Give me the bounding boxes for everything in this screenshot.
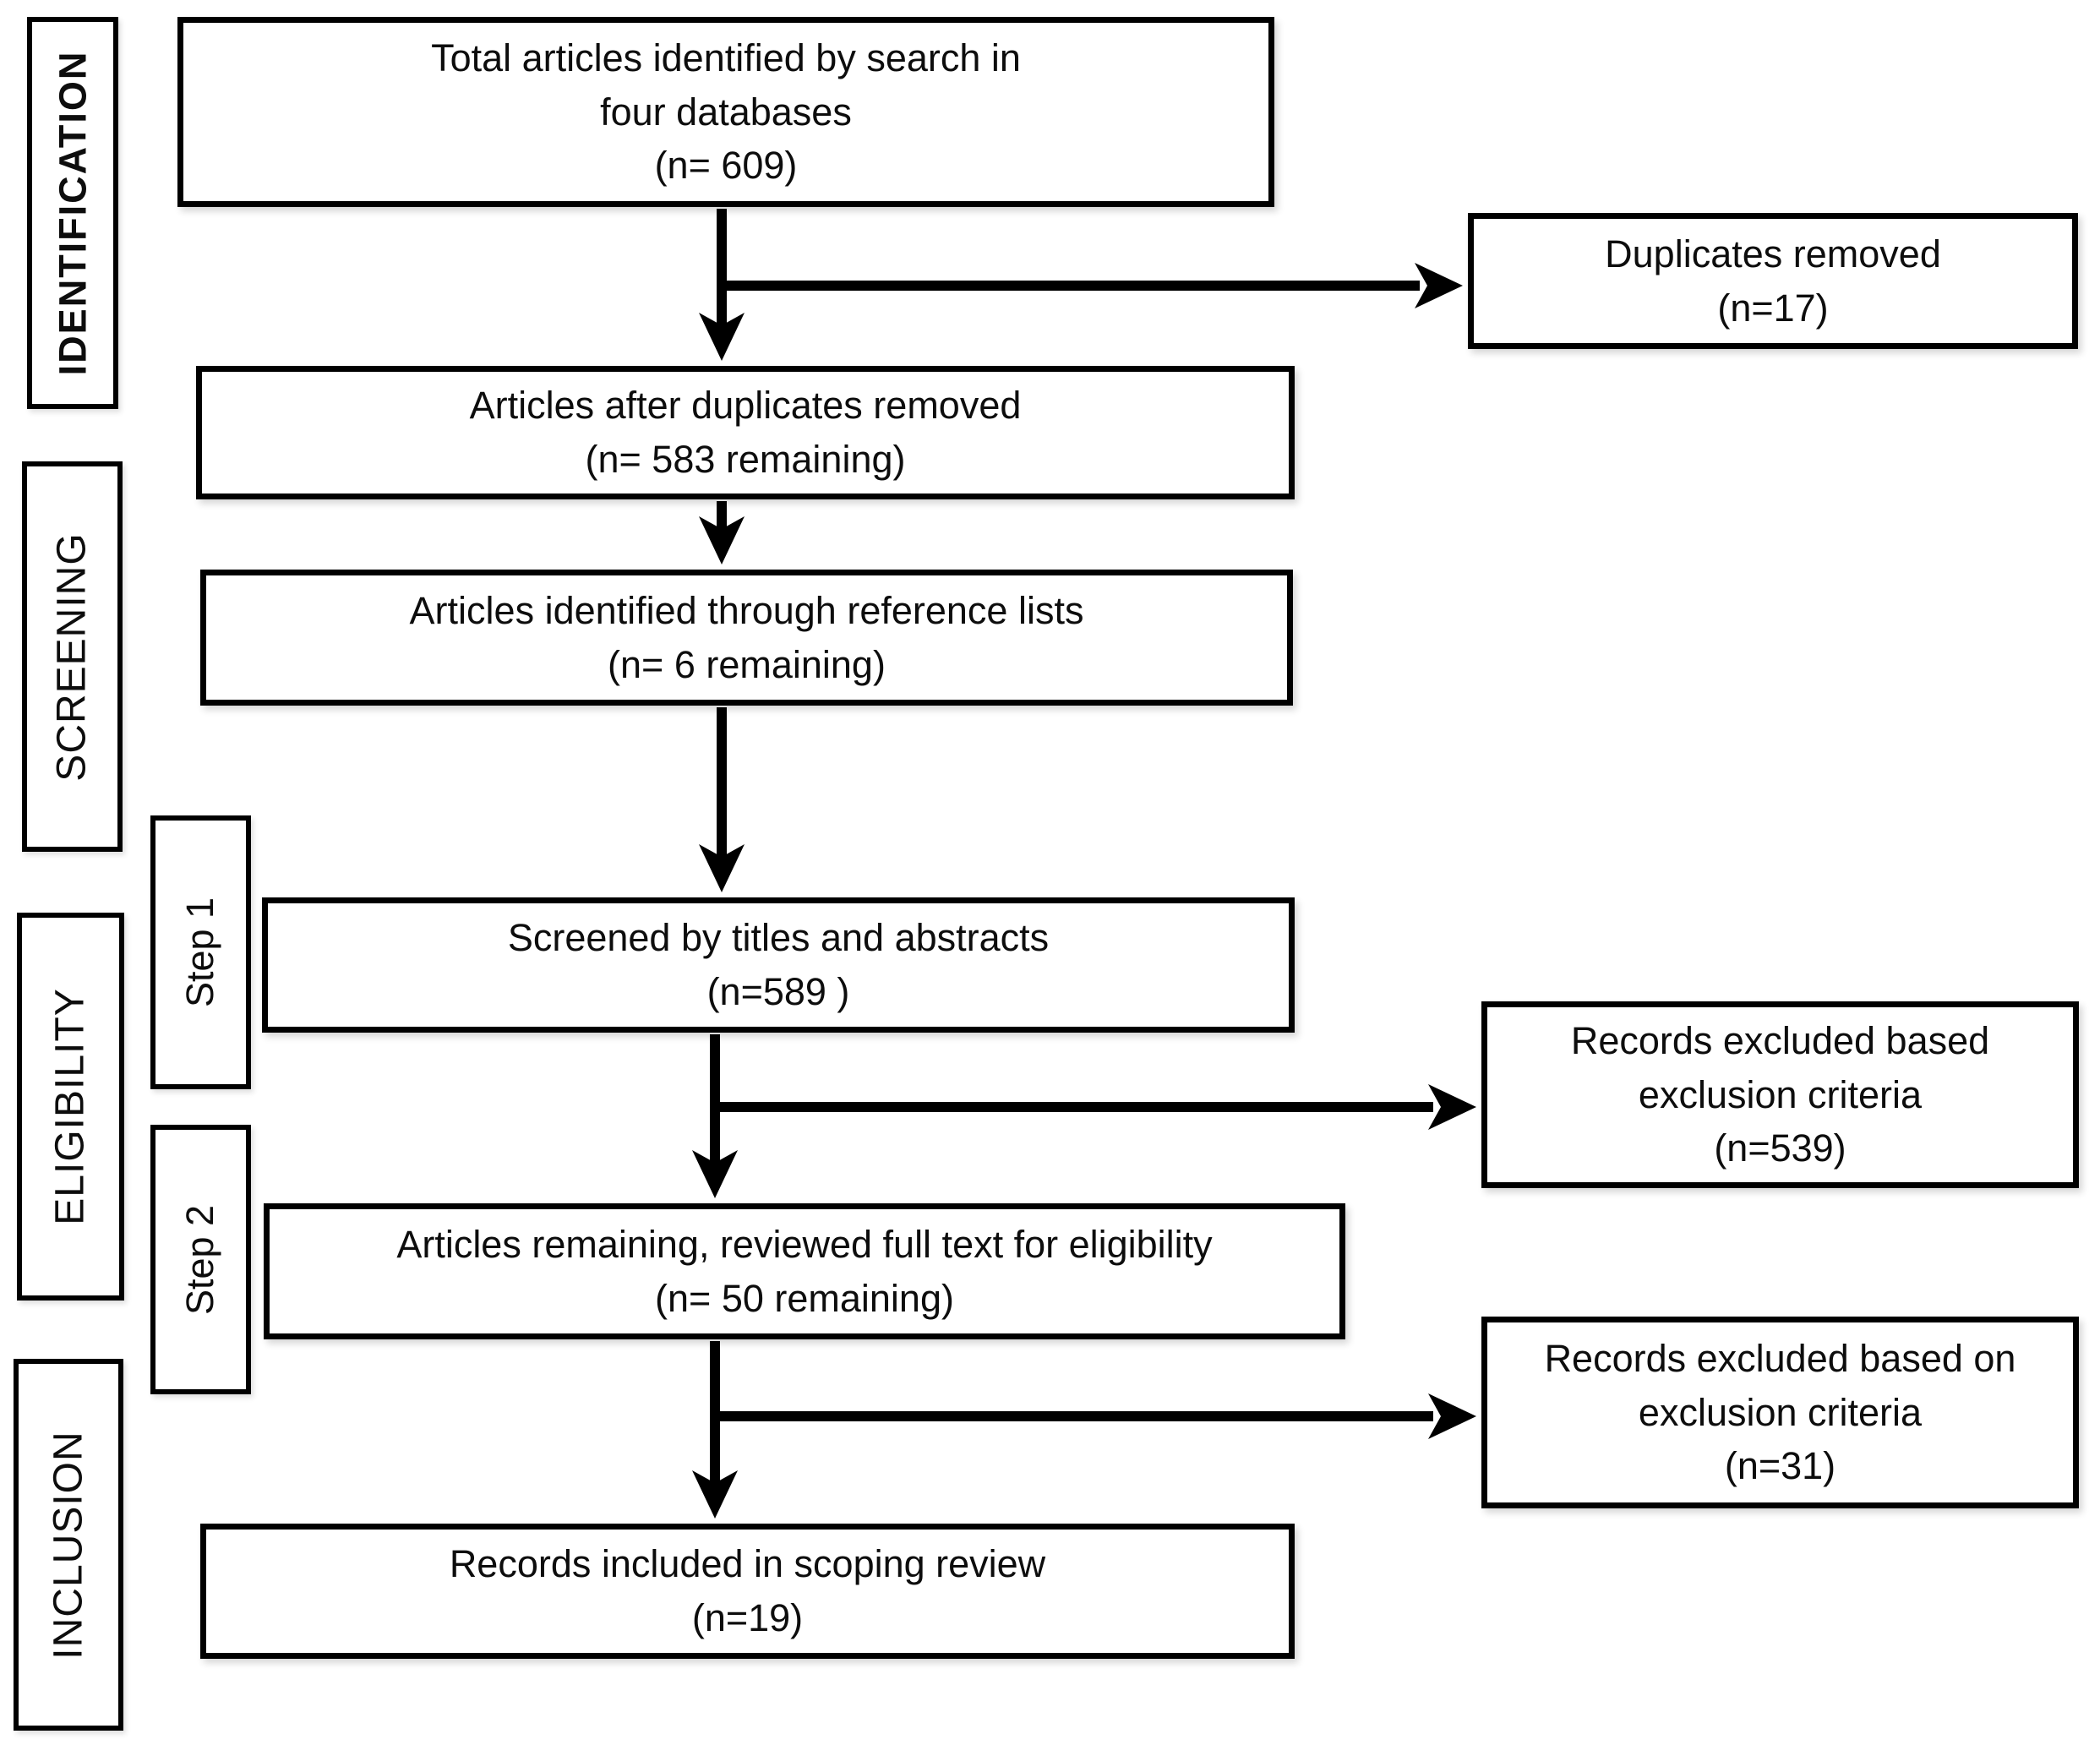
flow-box-after-duplicates: Articles after duplicates removed (n= 58… [196,366,1295,499]
box-count: (n=539) [1714,1126,1846,1170]
arrow-total-to-after-duplicates-head [699,313,745,361]
stage-label-eligibility-text: ELIGIBILITY [48,988,93,1225]
arrow-screened-to-fulltext-head [692,1150,738,1198]
arrow-fulltext-to-included [692,1341,738,1519]
arrow-after-duplicates-to-references [699,501,745,564]
box-label: Total articles identified by search in f… [431,35,1021,134]
box-count: (n=19) [691,1596,804,1639]
arrow-branch-excluded-step2-head [1428,1393,1476,1439]
box-count: (n= 6 remaining) [608,642,886,686]
flow-box-screened-titles-abstracts: Screened by titles and abstracts (n=589 … [262,897,1295,1033]
box-label: Articles remaining, reviewed full text f… [396,1222,1213,1266]
arrow-branch-duplicates-removed-head [1415,263,1463,308]
arrow-total-to-after-duplicates [699,209,745,361]
flow-box-total-identified: Total articles identified by search in f… [177,17,1274,207]
arrow-branch-duplicates-removed [722,263,1463,308]
box-count: (n=17) [1717,286,1829,330]
step-label-1: Step 1 [150,815,251,1089]
arrow-branch-excluded-step1 [715,1084,1476,1130]
box-label: Articles after duplicates removed [469,384,1022,428]
box-label: Articles identified through reference li… [409,588,1084,632]
arrow-references-to-screened-head [699,844,745,892]
box-label: Records included in scoping review [449,1542,1046,1586]
stage-label-inclusion: INCLUSION [14,1359,123,1731]
arrow-screened-to-fulltext [692,1034,738,1198]
box-label: Screened by titles and abstracts [507,916,1050,960]
box-label: Records excluded based on exclusion crit… [1544,1336,2016,1434]
flow-box-reference-lists: Articles identified through reference li… [200,570,1293,706]
stage-label-screening-text: SCREENING [50,532,95,782]
flow-box-duplicates-removed: Duplicates removed (n=17) [1468,213,2078,349]
step-label-2-text: Step 2 [178,1204,222,1315]
box-count: (n= 609) [654,144,798,188]
arrow-references-to-screened [699,707,745,892]
box-count: (n= 583 remaining) [585,438,906,481]
arrow-branch-excluded-step1-head [1428,1084,1476,1130]
step-label-2: Step 2 [150,1125,251,1394]
stage-label-identification: IDENTIFICATION [27,17,118,409]
box-count: (n=31) [1724,1444,1836,1488]
arrow-after-duplicates-to-references-head [699,516,745,564]
stage-label-inclusion-text: INCLUSION [46,1430,91,1660]
stage-label-screening: SCREENING [22,461,123,852]
flow-box-included-scoping-review: Records included in scoping review (n=19… [200,1524,1295,1659]
flow-box-excluded-step2: Records excluded based on exclusion crit… [1481,1317,2079,1508]
flow-box-excluded-step1: Records excluded based exclusion criteri… [1481,1001,2079,1188]
stage-label-identification-text: IDENTIFICATION [51,50,95,376]
box-count: (n= 50 remaining) [655,1276,954,1320]
box-label: Duplicates removed [1605,232,1941,275]
box-label: Records excluded based exclusion criteri… [1570,1018,1990,1116]
flow-box-fulltext-review: Articles remaining, reviewed full text f… [264,1203,1345,1339]
arrow-fulltext-to-included-head [692,1470,738,1519]
box-count: (n=589 ) [706,970,850,1013]
step-label-1-text: Step 1 [178,897,222,1008]
arrow-branch-excluded-step2 [715,1393,1476,1439]
stage-label-eligibility: ELIGIBILITY [17,913,124,1301]
